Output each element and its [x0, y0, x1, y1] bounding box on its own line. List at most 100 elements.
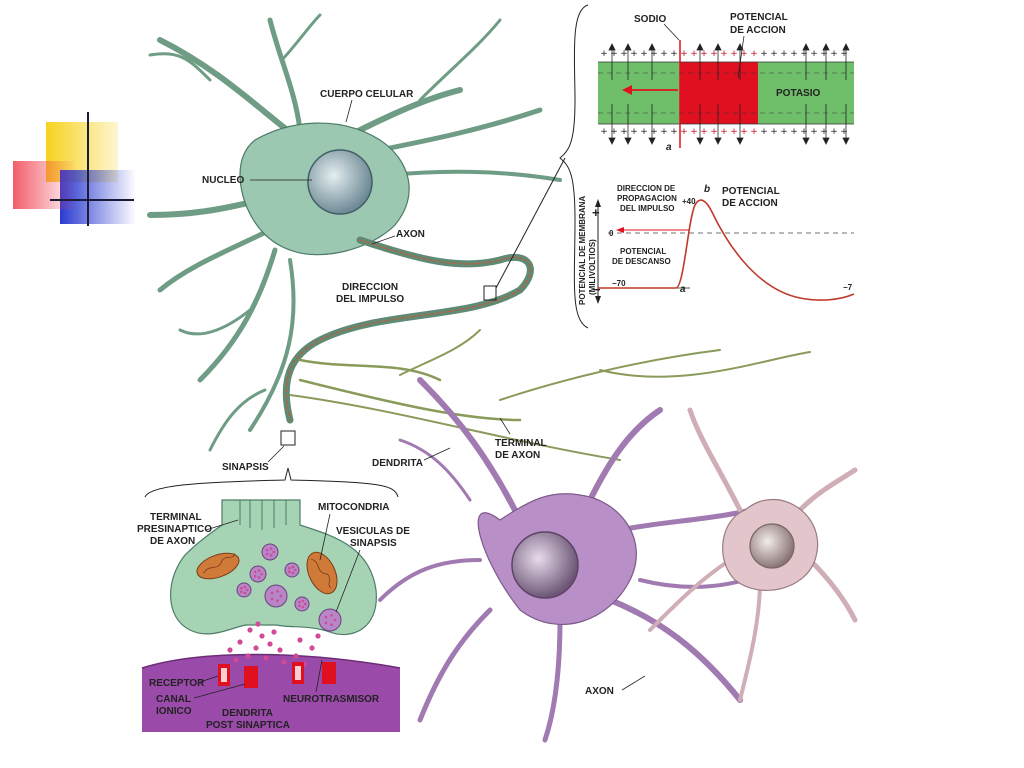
graph-minus-sign: − [593, 282, 601, 297]
charge-sign: + [750, 127, 758, 137]
membrane-ion-arrows [608, 43, 850, 145]
neurotransmitter-dot [297, 637, 303, 643]
charge-sign: + [820, 127, 828, 137]
charge-sign: + [660, 127, 668, 137]
charge-sign: + [830, 127, 838, 137]
neurotransmitter-dot [293, 653, 299, 659]
charge-sign: + [790, 49, 798, 59]
potassium-label: POTASIO [776, 88, 820, 99]
charge-sign: + [700, 49, 708, 59]
receptor-label: RECEPTOR [149, 678, 205, 689]
charge-sign: + [710, 49, 718, 59]
ion-channels [218, 662, 336, 688]
neurotransmitter-dot [263, 655, 269, 661]
vesicles-label: VESICULAS DE [336, 526, 410, 537]
inset-bracket [144, 467, 399, 498]
charge-sign: + [620, 49, 628, 59]
charge-sign: + [730, 127, 738, 137]
synapse-label: SINAPSIS [222, 462, 269, 473]
neurotransmitter-dot [247, 627, 253, 633]
neurotransmitter-dot [233, 657, 239, 663]
charge-sign: + [810, 49, 818, 59]
axon-terminal-label: TERMINAL [495, 438, 547, 449]
neurotransmitter-dot [267, 641, 273, 647]
sodium-label: SODIO [634, 14, 666, 25]
peak-label-2: DE ACCION [722, 198, 778, 209]
neurotransmitter-dot [253, 645, 259, 651]
membrane-charge-signs: ++++++++++++++++++++++++++++++++++++++++… [600, 49, 848, 137]
tick-zero: 0 [609, 229, 614, 238]
vesicle [264, 584, 288, 608]
action-potential-label: POTENCIAL [730, 12, 788, 23]
neurotransmitter-label: NEUROTRASMISOR [283, 694, 380, 705]
cell-body-label: CUERPO CELULAR [320, 89, 414, 100]
neurotransmitter-dot [281, 659, 287, 665]
mitochondria-label: MITOCONDRIA [318, 502, 389, 513]
charge-sign: + [670, 127, 678, 137]
resting-potential-label: POTENCIAL [620, 247, 666, 256]
charge-sign: + [750, 49, 758, 59]
zoom-leader-line [495, 157, 566, 289]
neurotransmitter-dot [227, 647, 233, 653]
charge-sign: + [610, 127, 618, 137]
charge-sign: + [830, 49, 838, 59]
graph-point-a: a [680, 284, 686, 295]
charge-sign: + [800, 127, 808, 137]
propagation-label: DIRECCION DE [617, 184, 676, 193]
neurotransmitter-dot [271, 629, 277, 635]
charge-sign: + [640, 49, 648, 59]
charge-sign: + [770, 49, 778, 59]
charge-sign: + [820, 49, 828, 59]
charge-sign: + [620, 127, 628, 137]
pink-nucleus [749, 523, 795, 569]
decorative-squares [13, 112, 136, 226]
charge-sign: + [840, 127, 848, 137]
neurotransmitter-dot [277, 647, 283, 653]
impulse-direction-label: DIRECCION [342, 282, 398, 293]
charge-sign: + [680, 49, 688, 59]
propagation-label-2: PROPAGACION [617, 194, 677, 203]
charge-sign: + [840, 49, 848, 59]
charge-sign: + [650, 127, 658, 137]
charge-sign: + [800, 49, 808, 59]
green-neuron [147, 13, 811, 461]
impulse-direction-label-2: DEL IMPULSO [336, 294, 404, 305]
charge-sign: + [760, 127, 768, 137]
charge-sign: + [720, 49, 728, 59]
graph-plus-sign: + [592, 205, 600, 220]
charge-sign: + [710, 127, 718, 137]
vesicle [261, 543, 279, 561]
post-dendrite-label: DENDRITA [222, 708, 273, 719]
neurotransmitter-dot [237, 639, 243, 645]
neurotransmitter-dot [309, 645, 315, 651]
membrane-point-a: a [666, 142, 672, 153]
graph-point-b: b [704, 184, 710, 195]
synapse-zoom-box [280, 430, 296, 446]
charge-sign: + [650, 49, 658, 59]
charge-sign: + [780, 49, 788, 59]
neurotransmitter-dots [227, 621, 321, 667]
post-dendrite-label-2: POST SINAPTICA [206, 720, 290, 731]
panel-bracket [559, 4, 589, 329]
charge-sign: + [610, 49, 618, 59]
resting-potential-label-2: DE DESCANSO [612, 257, 671, 266]
axon-terminal-label-2: DE AXON [495, 450, 540, 461]
action-potential-label-2: DE ACCION [730, 25, 786, 36]
charge-sign: + [700, 127, 708, 137]
charge-sign: + [660, 49, 668, 59]
graph-ylabel: POTENCIAL DE MEMBRANA [578, 196, 587, 305]
purple-nucleus [511, 531, 579, 599]
charge-sign: + [670, 49, 678, 59]
neurotransmitter-dot [315, 633, 321, 639]
propagation-label-3: DEL IMPULSO [620, 204, 675, 213]
neurotransmitter-dot [245, 653, 251, 659]
charge-sign: + [600, 49, 608, 59]
charge-sign: + [780, 127, 788, 137]
vesicle [294, 596, 310, 612]
nucleus-label: NUCLEO [202, 175, 244, 186]
charge-sign: + [690, 49, 698, 59]
neurotransmitter-dot [255, 621, 261, 627]
charge-sign: + [740, 127, 748, 137]
tick-minus70-right: −7 [843, 283, 853, 292]
charge-sign: + [690, 127, 698, 137]
